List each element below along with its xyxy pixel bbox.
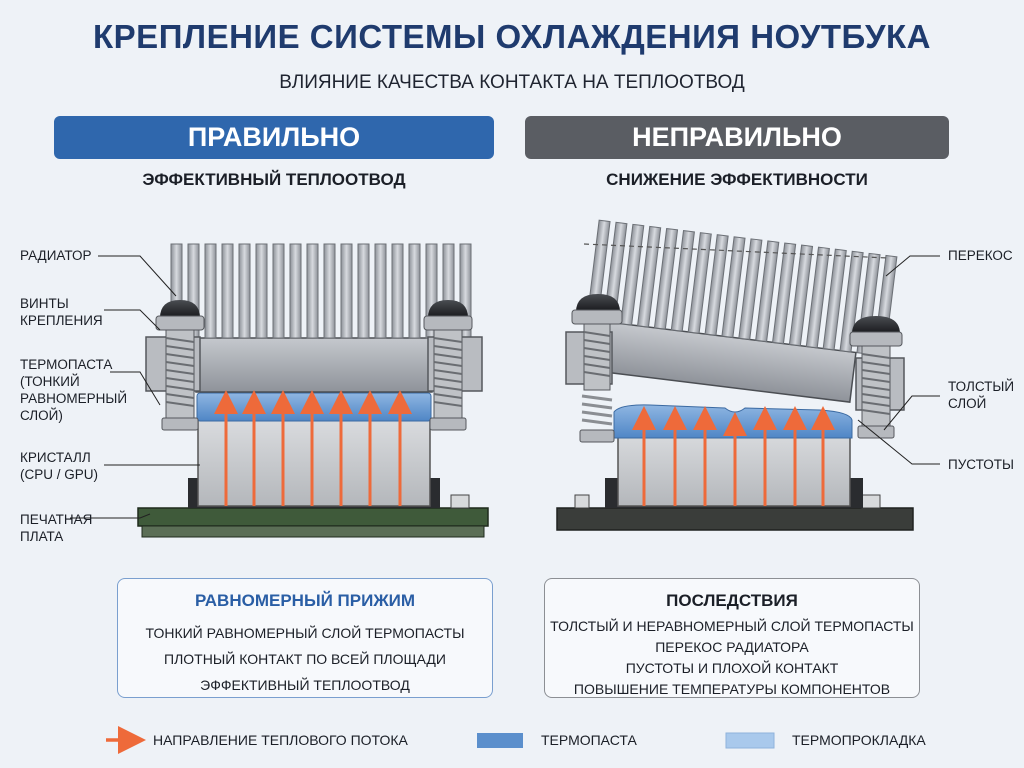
incorrect-caption: СНИЖЕНИЕ ЭФФЕКТИВНОСТИ [606, 170, 868, 189]
correct-caption: ЭФФЕКТИВНЫЙ ТЕПЛООТВОД [142, 170, 406, 189]
screw-left-b [423, 300, 473, 431]
summary-line: ПЛОТНЫЙ КОНТАКТ ПО ВСЕЙ ПЛОЩАДИ [164, 651, 446, 667]
screw-right-b [849, 316, 903, 439]
legend-graphics [106, 726, 775, 754]
legend-heat-flow: НАПРАВЛЕНИЕ ТЕПЛОВОГО ПОТОКА [153, 732, 408, 748]
label-thick-layer: ТОЛСТЫЙ СЛОЙ [948, 379, 1015, 411]
summary-line: ПЕРЕКОС РАДИАТОРА [655, 639, 809, 655]
pcb-left [137, 507, 489, 527]
label-voids: ПУСТОТЫ [948, 457, 1014, 472]
radiator-base-left [195, 337, 433, 393]
summary-line: ПУСТОТЫ И ПЛОХОЙ КОНТАКТ [625, 660, 839, 676]
summary-line: ТОНКИЙ РАВНОМЕРНЫЙ СЛОЙ ТЕРМОПАСТЫ [145, 625, 465, 641]
summary-line: ТОЛСТЫЙ И НЕРАВНОМЕРНЫЙ СЛОЙ ТЕРМОПАСТЫ [550, 618, 914, 634]
die-left [197, 419, 431, 507]
radiator-tilted [586, 219, 898, 403]
page-title: КРЕПЛЕНИЕ СИСТЕМЫ ОХЛАЖДЕНИЯ НОУТБУКА [93, 18, 931, 55]
summary-line: ПОВЫШЕНИЕ ТЕМПЕРАТУРЫ КОМПОНЕНТОВ [573, 681, 891, 697]
heat-arrows-right [632, 406, 835, 506]
paste-layer-right [613, 404, 853, 439]
leader-lines-right [857, 255, 940, 465]
label-paste: ТЕРМОПАСТА (ТОНКИЙ РАВНОМЕРНЫЙ СЛОЙ) [20, 357, 128, 423]
label-screws: ВИНТЫ КРЕПЛЕНИЯ [20, 296, 103, 328]
paste-layer-left [196, 392, 432, 422]
correct-banner: ПРАВИЛЬНО [54, 116, 494, 159]
incorrect-assembly [556, 219, 940, 531]
summary-title-correct: РАВНОМЕРНЫЙ ПРИЖИМ [194, 591, 416, 610]
heat-arrows-left [214, 390, 412, 506]
screw-left-a [155, 300, 205, 431]
page-subtitle: ВЛИЯНИЕ КАЧЕСТВА КОНТАКТА НА ТЕПЛООТВОД [279, 72, 745, 93]
legend-pad: ТЕРМОПРОКЛАДКА [792, 732, 926, 748]
pcb-right [556, 507, 914, 531]
legend-paste: ТЕРМОПАСТА [541, 732, 637, 748]
summary-title-incorrect: ПОСЛЕДСТВИЯ [666, 591, 798, 610]
screw-right-a [571, 294, 623, 443]
label-tilt: ПЕРЕКОС [948, 248, 1013, 263]
label-radiator: РАДИАТОР [20, 248, 92, 263]
tilt-reference-line [583, 243, 889, 259]
correct-assembly [70, 243, 489, 538]
leader-lines-left [70, 255, 200, 519]
radiator-fins-left [170, 243, 472, 339]
summary-box-incorrect: ПОСЛЕДСТВИЯ ТОЛСТЫЙ И НЕРАВНОМЕРНЫЙ СЛОЙ… [544, 578, 920, 698]
incorrect-banner: НЕПРАВИЛЬНО [525, 116, 949, 159]
label-die: КРИСТАЛЛ (CPU / GPU) [20, 450, 99, 482]
summary-line: ЭФФЕКТИВНЫЙ ТЕПЛООТВОД [200, 677, 410, 693]
summary-box-correct: РАВНОМЕРНЫЙ ПРИЖИМ ТОНКИЙ РАВНОМЕРНЫЙ СЛ… [117, 578, 493, 698]
label-pcb: ПЕЧАТНАЯ ПЛАТА [20, 512, 93, 544]
